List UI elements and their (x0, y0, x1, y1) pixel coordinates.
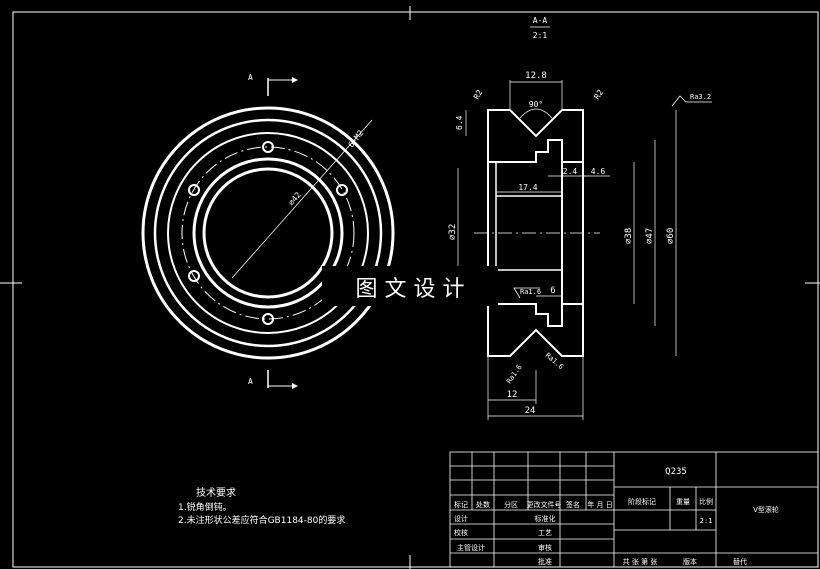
tb-scale: 2:1 (700, 517, 713, 525)
tech-req-line2: 2.未注形状公差应符合GB1184-80的要求 (178, 514, 345, 526)
groove-circle-1 (153, 118, 383, 348)
dim-step-right: 4.6 (591, 167, 606, 176)
section-top (487, 109, 584, 163)
bore-circle-outer (192, 157, 344, 309)
tb-row-design: 设计 (454, 514, 468, 523)
section-label: A-A 2:1 (530, 16, 550, 40)
bore-circle-inner (202, 167, 334, 299)
roughness-mid: Ra1.6 (513, 287, 541, 299)
dim-groove-angle: 90° (529, 100, 543, 109)
hole-label: 6-M2 (346, 128, 365, 149)
dim-dia-60: ⌀60 (666, 228, 676, 244)
watermark: 图 文 设 计 (322, 266, 498, 306)
dim-top-width: 12.8 (525, 71, 547, 81)
tech-req-title: 技术要求 (196, 486, 236, 499)
tb-hdr-weight: 重量 (676, 498, 690, 506)
pcd-label: ⌀42 (287, 190, 303, 207)
view-marker-top-label: A (248, 73, 253, 82)
dim-dia-38: ⌀38 (624, 228, 634, 244)
title-block (449, 451, 819, 568)
roughness-top-label: Ra3.2 (690, 93, 711, 101)
tb-hdr-sign: 签名 (566, 500, 580, 509)
tb-hdr-stage: 阶段标记 (628, 497, 656, 506)
dim-radius-right: R2 (592, 88, 605, 101)
roughness-bottom-right: Ra1.6 (544, 351, 565, 371)
dim-width-12: 12 (507, 390, 518, 400)
tb-row-chief: 主管设计 (457, 543, 485, 552)
title-block-text: Q235 V型滚轮 2:1 标记 处数 分区 更改文件号 签名 年 月 日 阶段… (454, 467, 779, 566)
dim-bore-depth: 17.4 (518, 183, 537, 192)
tb-hdr-date: 年 月 日 (587, 500, 612, 509)
view-marker-bottom-label: A (248, 377, 253, 386)
dim-width-24: 24 (525, 406, 536, 416)
roughness-mid-label: Ra1.6 (520, 288, 541, 296)
groove-circle-2 (167, 132, 369, 334)
section-label-text: A-A (533, 16, 548, 25)
dim-dia-47: ⌀47 (645, 228, 655, 244)
view-marker-bottom: A (248, 370, 298, 389)
tb-row-approve: 批准 (538, 557, 552, 566)
tb-hdr-docno: 更改文件号 (527, 500, 562, 509)
tech-requirements: 技术要求 1.锐角倒钝。 2.未注形状公差应符合GB1184-80的要求 (178, 486, 345, 526)
tb-hdr-scale: 比例 (699, 497, 713, 506)
tb-version: 版本 (683, 557, 697, 566)
drawing-border (12, 11, 819, 568)
tb-row-check: 校核 (454, 528, 468, 537)
tb-row-review: 审核 (538, 543, 552, 552)
tb-row-standard: 标准化 (535, 514, 556, 523)
watermark-text: 图 文 设 计 (356, 277, 465, 302)
tb-hdr-zone: 分区 (504, 500, 518, 509)
tb-sheets: 共 张 第 张 (623, 557, 658, 566)
dim-dia-32: ⌀32 (448, 224, 458, 240)
roughness-top-right: Ra3.2 (671, 93, 712, 107)
section-bottom (487, 303, 584, 357)
tb-part-name: V型滚轮 (753, 505, 779, 514)
tb-hdr-count: 处数 (476, 500, 490, 509)
dim-groove-depth: 6.4 (455, 115, 464, 130)
dim-step-small: 2.4 (563, 167, 578, 176)
front-view: A A ⌀42 6-M2 (141, 73, 395, 389)
tech-req-line1: 1.锐角倒钝。 (178, 501, 232, 513)
dim-mid-6: 6 (550, 286, 555, 296)
tb-hdr-mark: 标记 (454, 500, 468, 509)
tb-row-process: 工艺 (538, 529, 552, 537)
tb-material: Q235 (665, 467, 687, 477)
roughness-bottom-left: Ra1.6 (505, 363, 524, 385)
section-view: 12.8 90° R2 R2 6.4 Ra3.2 2.4 4.6 17.4 ⌀3… (448, 71, 712, 420)
pitch-circle (181, 146, 355, 320)
view-marker-top: A (248, 73, 298, 96)
tb-replace: 替代 (733, 557, 747, 566)
outer-circle (141, 106, 395, 360)
section-scale-text: 2:1 (533, 31, 548, 40)
dim-radius-left: R2 (472, 88, 485, 101)
pcd-leader (231, 119, 373, 279)
